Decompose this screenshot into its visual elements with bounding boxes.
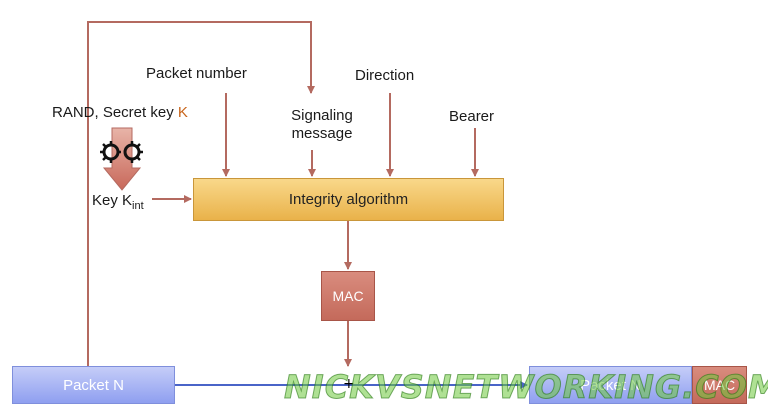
label-packet-number: Packet number: [146, 65, 247, 82]
gears-icon: [100, 141, 143, 163]
label-key-kint: Key Kint: [92, 192, 144, 215]
key-sub-text: int: [132, 200, 144, 212]
rand-secret-text: RAND, Secret key: [52, 104, 178, 121]
rand-k-text: K: [177, 104, 188, 121]
mac-box: MAC: [321, 271, 375, 321]
mac-label: MAC: [332, 288, 364, 304]
key-prefix-text: Key K: [92, 192, 133, 209]
signaling-line-2: message: [291, 125, 353, 142]
packet-left-label: Packet N: [63, 376, 124, 394]
packet-n-box-right: Packet N: [529, 366, 692, 404]
integrity-label: Integrity algorithm: [288, 191, 409, 208]
packet-right-label: Packet N: [580, 376, 641, 394]
mac-box-right: MAC: [692, 366, 747, 404]
label-direction: Direction: [355, 67, 415, 84]
integrity-algorithm-box: Integrity algorithm: [193, 178, 504, 221]
loop-line: [87, 21, 315, 366]
combiner-plus: +: [343, 376, 355, 392]
mac-right-label: MAC: [703, 377, 736, 393]
label-signaling-message: Signaling message: [282, 107, 362, 143]
signaling-line-1: Signaling: [291, 107, 353, 124]
packet-n-box-left: Packet N: [12, 366, 175, 404]
label-bearer: Bearer: [449, 108, 495, 125]
label-rand-secret-key: RAND, Secret key K: [52, 104, 188, 122]
